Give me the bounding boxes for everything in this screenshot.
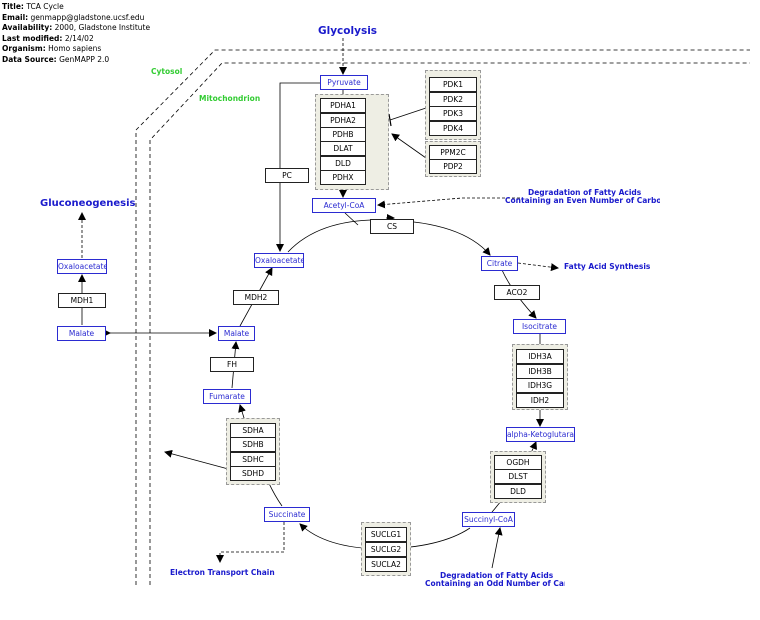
metabolite-citrate[interactable]: Citrate	[481, 256, 518, 271]
metabolite-fumarate[interactable]: Fumarate	[203, 389, 251, 404]
metabolite-succinyl-coa[interactable]: Succinyl-CoA	[462, 512, 515, 527]
metabolite-malate-cytosol[interactable]: Malate	[57, 326, 106, 341]
gene-fh[interactable]: FH	[210, 357, 254, 372]
title-value: TCA Cycle	[26, 2, 64, 11]
gene-pdk3[interactable]: PDK3	[429, 106, 477, 121]
edge-ppm-activate	[391, 133, 427, 159]
gene-sucla2[interactable]: SUCLA2	[365, 557, 407, 572]
edge-citrate-fatty	[517, 262, 559, 272]
label-fatty-synthesis[interactable]: Fatty Acid Synthesis	[564, 262, 651, 271]
gene-sdhb[interactable]: SDHB	[230, 437, 276, 452]
gene-mdh1[interactable]: MDH1	[58, 293, 106, 308]
metabolite-alpha-ketoglutarate[interactable]: alpha-Ketoglutarate	[506, 427, 575, 442]
metabolite-malate[interactable]: Malate	[218, 326, 255, 341]
label-fatty-odd-1[interactable]: Degradation of Fatty Acids	[440, 571, 554, 580]
modified-label: Last modified:	[2, 33, 63, 43]
gene-cs[interactable]: CS	[370, 219, 414, 234]
gene-idh2[interactable]: IDH2	[516, 393, 564, 408]
edge-sdh-out	[164, 449, 233, 471]
metabolite-oxaloacetate-cytosol[interactable]: Oxaloacetate	[57, 259, 107, 274]
edge-pdk-inhibit-bar	[388, 113, 392, 127]
organism-label: Organism:	[2, 44, 46, 53]
gene-pdhb[interactable]: PDHB	[320, 127, 366, 142]
edge-fatty-even-acetylcoa	[377, 197, 520, 209]
edge-fatty-odd-succinylcoa	[491, 527, 503, 569]
gene-pdp2[interactable]: PDP2	[429, 159, 477, 174]
cytosol-membrane	[135, 49, 750, 585]
title-label: Title:	[2, 2, 24, 11]
gene-dlst[interactable]: DLST	[494, 469, 542, 484]
gene-pdha1[interactable]: PDHA1	[320, 98, 366, 113]
availability-value: 2000, Gladstone Institute	[54, 23, 151, 32]
availability-label: Availability:	[2, 23, 53, 32]
gene-mdh2[interactable]: MDH2	[233, 290, 279, 305]
email-label: Email:	[2, 12, 29, 22]
gene-pc[interactable]: PC	[265, 168, 309, 183]
edge-succinate-etc	[216, 522, 285, 563]
label-fatty-even-2[interactable]: Containing an Even Number of Carbons	[505, 196, 660, 205]
label-fatty-odd-2[interactable]: Containing an Odd Number of Carbons	[425, 579, 565, 588]
label-fatty-even-1[interactable]: Degradation of Fatty Acids	[528, 188, 642, 197]
edge-acetylcoa-cs	[344, 212, 359, 226]
source-label: Data Source:	[2, 54, 57, 64]
label-mitochondrion: Mitochondrion	[199, 94, 261, 103]
label-cytosol: Cytosol	[151, 67, 183, 76]
gene-pdha2[interactable]: PDHA2	[320, 113, 366, 128]
label-glycolysis[interactable]: Glycolysis	[318, 25, 378, 37]
gene-dld-ogdh[interactable]: DLD	[494, 484, 542, 499]
metabolite-pyruvate[interactable]: Pyruvate	[320, 75, 368, 90]
gene-idh3g[interactable]: IDH3G	[516, 378, 564, 393]
modified-value: 2/14/02	[64, 33, 94, 43]
metabolite-oxaloacetate[interactable]: Oxaloacetate	[254, 253, 304, 268]
gene-sdhd[interactable]: SDHD	[230, 466, 276, 481]
gene-sdhc[interactable]: SDHC	[230, 452, 276, 467]
organism-value: Homo sapiens	[48, 44, 102, 53]
gene-dld-pdh[interactable]: DLD	[320, 156, 366, 171]
gene-suclg1[interactable]: SUCLG1	[365, 527, 407, 542]
metabolite-isocitrate[interactable]: Isocitrate	[513, 319, 566, 334]
gene-ogdh[interactable]: OGDH	[494, 455, 542, 470]
email-value: genmapp@gladstone.ucsf.edu	[30, 12, 145, 22]
gene-ppm2c[interactable]: PPM2C	[429, 145, 477, 160]
mitochondrion-membrane	[149, 62, 750, 585]
label-gluconeogenesis[interactable]: Gluconeogenesis	[40, 198, 136, 209]
edge-pdk-inhibit	[389, 107, 427, 121]
gene-idh3a[interactable]: IDH3A	[516, 349, 564, 364]
gene-sdha[interactable]: SDHA	[230, 423, 276, 438]
label-electron-transport[interactable]: Electron Transport Chain	[170, 568, 275, 577]
gene-aco2[interactable]: ACO2	[494, 285, 540, 300]
source-value: GenMAPP 2.0	[59, 54, 110, 64]
gene-pdk1[interactable]: PDK1	[429, 77, 477, 92]
gene-dlat[interactable]: DLAT	[320, 141, 366, 156]
metabolite-acetyl-coa[interactable]: Acetyl-CoA	[312, 198, 376, 213]
edge-pyruvate-oxaloacetate	[276, 82, 320, 252]
gene-pdhx[interactable]: PDHX	[320, 170, 366, 185]
gene-idh3b[interactable]: IDH3B	[516, 364, 564, 379]
gene-pdk2[interactable]: PDK2	[429, 92, 477, 107]
pathway-info: Title: TCA Cycle Email: genmapp@gladston…	[2, 2, 150, 65]
gene-suclg2[interactable]: SUCLG2	[365, 542, 407, 557]
metabolite-succinate[interactable]: Succinate	[264, 507, 310, 522]
gene-pdk4[interactable]: PDK4	[429, 121, 477, 136]
